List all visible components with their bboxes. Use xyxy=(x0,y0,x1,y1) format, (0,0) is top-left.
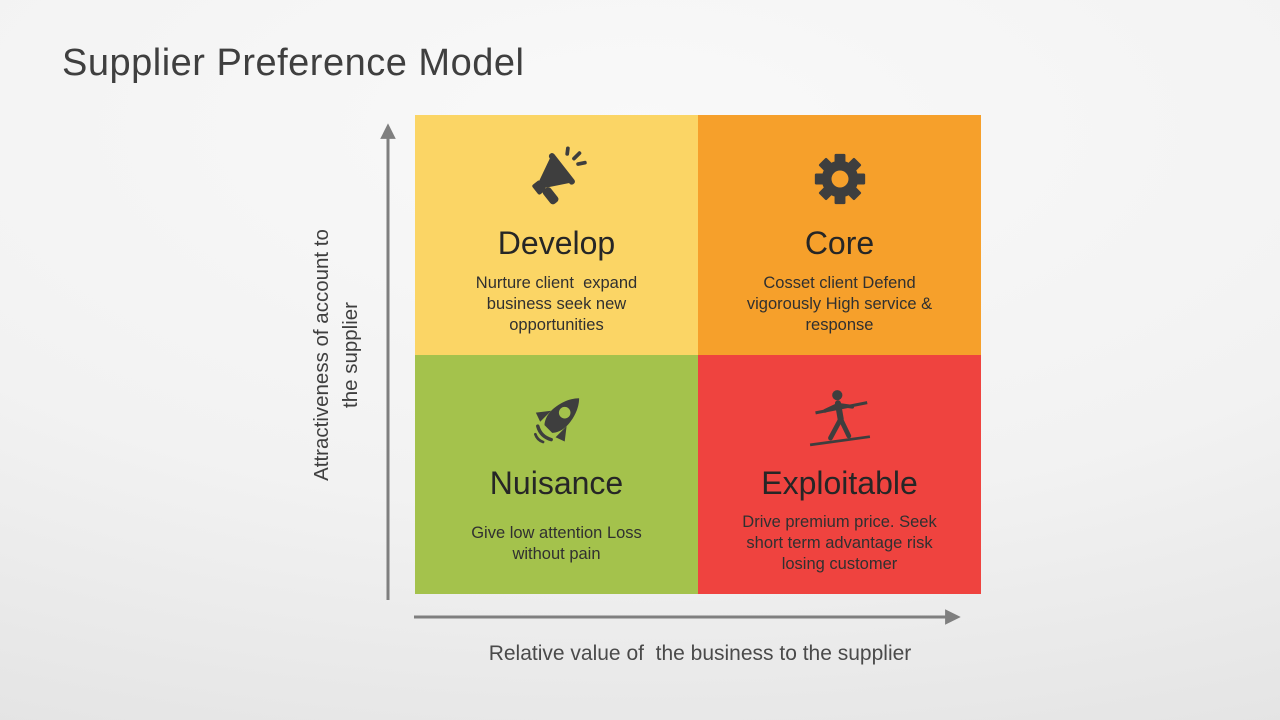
quadrant-nuisance-description: Give low attention Loss without pain xyxy=(471,523,647,563)
quadrant-exploitable-title: Exploitable xyxy=(761,464,918,501)
quadrant-core-description: Cosset client Defend vigorously High ser… xyxy=(746,273,937,334)
quadrant-develop: Develop Nurture client expand business s… xyxy=(415,115,698,355)
quadrant-nuisance-title: Nuisance xyxy=(489,464,624,501)
quadrant-core-title: Core xyxy=(804,225,875,261)
quadrant-nuisance: Nuisance Give low attention Loss without… xyxy=(415,354,698,594)
quadrant-exploitable: Exploitable Drive premium price. Seek sh… xyxy=(698,354,981,594)
quadrant-exploitable-description: Drive premium price. Seek short term adv… xyxy=(742,513,942,574)
x-axis-label: Relative value of the business to the su… xyxy=(488,642,912,665)
y-axis-label-line2: the supplier xyxy=(339,302,362,408)
page-title: Supplier Preference Model xyxy=(62,42,525,84)
rocket-icon xyxy=(523,385,591,453)
quadrant-matrix: Develop Nurture client expand business s… xyxy=(415,115,981,594)
y-axis-label: Attractiveness of account to the supplie… xyxy=(307,115,367,595)
quadrant-core: Core Cosset client Defend vigorously Hig… xyxy=(698,115,981,355)
y-axis-label-line1: Attractiveness of account to xyxy=(310,229,333,481)
quadrant-develop-description: Nurture client expand business seek new … xyxy=(475,273,642,334)
megaphone-icon xyxy=(523,145,591,213)
quadrant-develop-title: Develop xyxy=(497,225,616,261)
gear-icon xyxy=(806,145,874,213)
tightrope-walker-icon xyxy=(806,385,874,453)
